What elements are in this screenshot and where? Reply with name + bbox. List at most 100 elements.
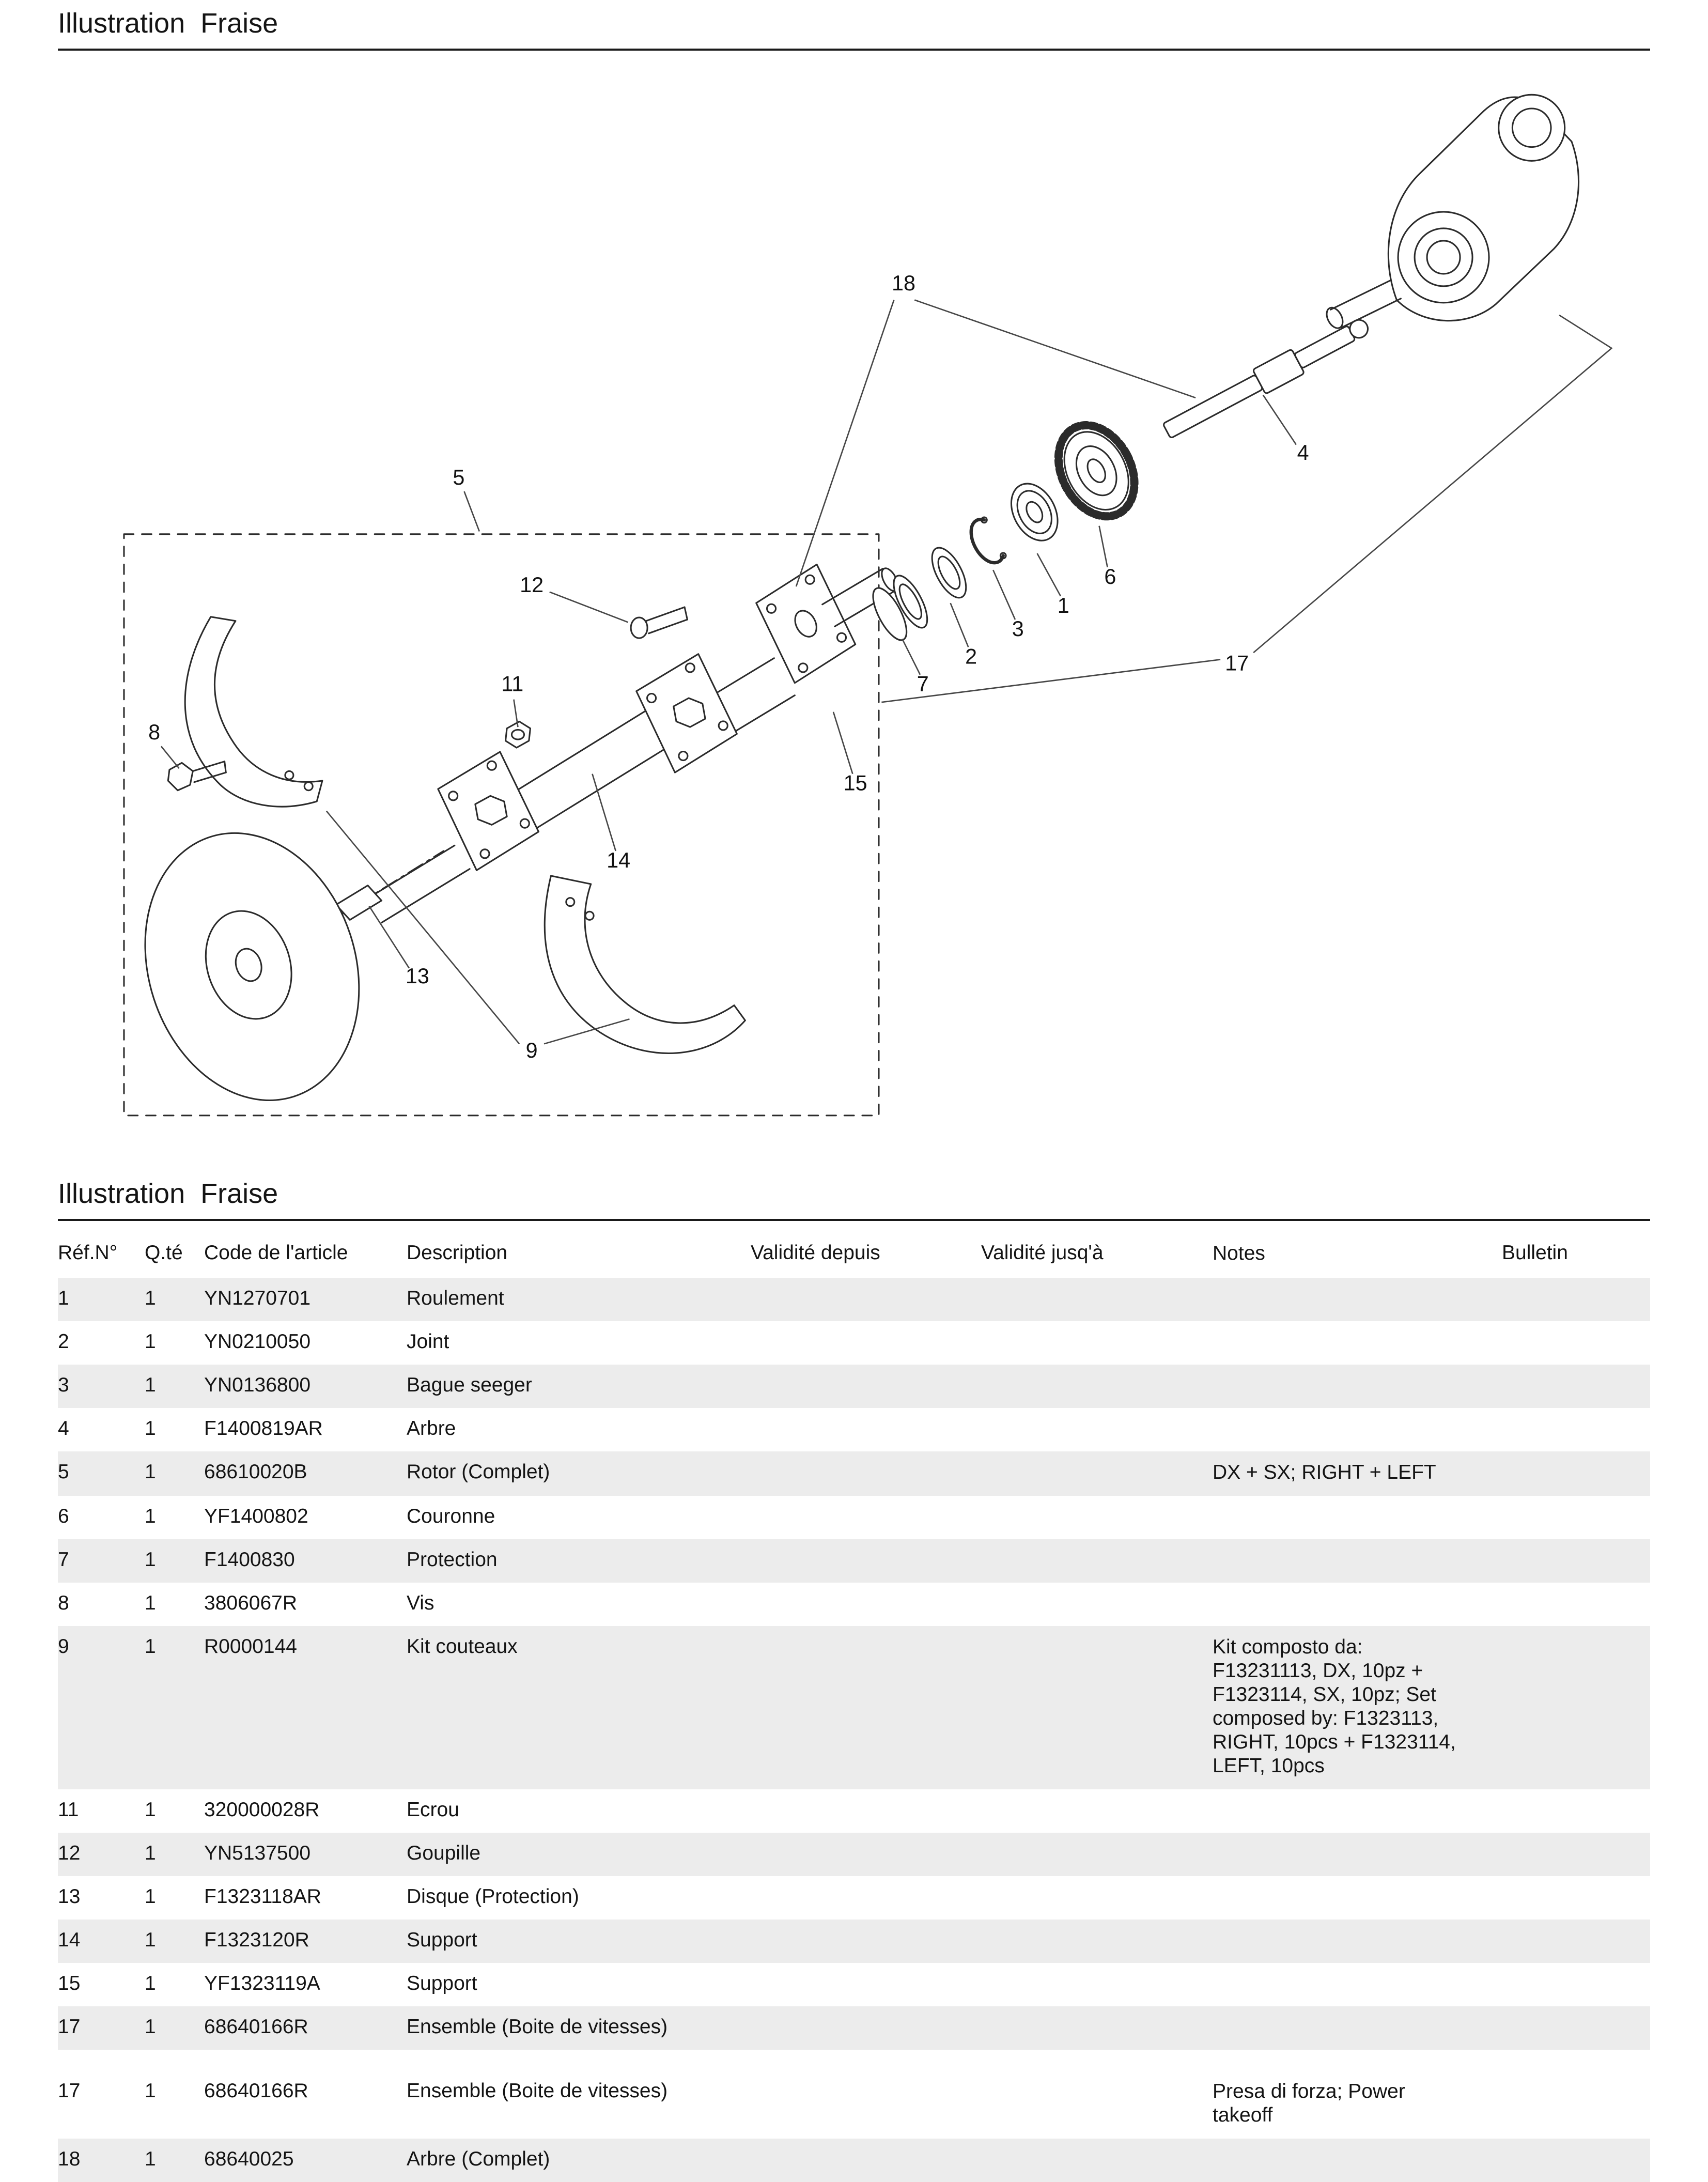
qty-cell: 1 xyxy=(145,1841,156,1864)
valid-from-cell xyxy=(751,2016,981,2038)
qty-cell: 1 xyxy=(145,1928,156,1951)
ref-cell: 6 xyxy=(58,1505,69,1527)
bolt-part xyxy=(167,761,227,792)
valid-from-cell xyxy=(751,1417,981,1440)
rotor-group-outline xyxy=(123,533,880,1117)
description-cell: Joint xyxy=(407,1330,449,1353)
column-header: Validité jusq'à xyxy=(981,1241,1104,1264)
callout-label: 12 xyxy=(520,573,544,597)
ref-cell: 9 xyxy=(58,1635,69,1658)
description-cell: Ensemble (Boite de vitesses) xyxy=(407,2079,668,2102)
ref-cell: 13 xyxy=(58,1885,81,1908)
callout-leader xyxy=(544,1018,630,1045)
valid-to-cell xyxy=(981,1330,1213,1353)
column-header: Description xyxy=(407,1241,508,1264)
description-cell: Vis xyxy=(407,1591,434,1614)
title-rule xyxy=(58,49,1650,51)
callout-leader xyxy=(881,659,1221,703)
qty-cell: 1 xyxy=(145,1591,156,1614)
valid-to-cell xyxy=(981,1287,1213,1310)
column-header: Réf.N° xyxy=(58,1241,118,1264)
description-cell: Goupille xyxy=(407,1841,481,1864)
crown-gear-part xyxy=(1054,421,1139,521)
notes-cell xyxy=(1213,1549,1502,1571)
bulletin-cell xyxy=(1502,1885,1650,1908)
ref-cell: 17 xyxy=(58,2079,81,2102)
callout-label: 3 xyxy=(1012,617,1024,641)
pin-part xyxy=(630,606,688,639)
bulletin-cell xyxy=(1502,1374,1650,1397)
notes-cell xyxy=(1213,1799,1502,1821)
callout-leader xyxy=(1036,553,1062,597)
table-title-rule xyxy=(58,1218,1650,1221)
qty-cell: 1 xyxy=(145,2079,156,2102)
ref-cell: 17 xyxy=(58,2015,81,2038)
valid-from-cell xyxy=(751,1505,981,1528)
valid-from-cell xyxy=(751,1972,981,1995)
valid-to-cell xyxy=(981,1842,1213,1865)
description-cell: Support xyxy=(407,1928,477,1951)
notes-cell xyxy=(1213,1374,1502,1397)
callout-leader xyxy=(592,773,617,852)
bulletin-cell xyxy=(1502,1549,1650,1571)
valid-to-cell xyxy=(981,1374,1213,1397)
bulletin-cell xyxy=(1502,1592,1650,1615)
code-cell: YN0210050 xyxy=(204,1330,311,1353)
valid-from-cell xyxy=(751,1635,981,1778)
code-cell: YN5137500 xyxy=(204,1841,311,1864)
code-cell: F1323120R xyxy=(204,1928,309,1951)
table-section-title: Illustration Fraise xyxy=(58,1178,278,1209)
valid-from-cell xyxy=(751,1929,981,1952)
code-cell: YN0136800 xyxy=(204,1373,311,1396)
valid-to-cell xyxy=(981,1972,1213,1995)
protection-cup-part xyxy=(872,575,928,641)
ref-cell: 5 xyxy=(58,1460,69,1483)
ref-cell: 12 xyxy=(58,1841,81,1864)
bulletin-cell xyxy=(1502,2016,1650,2038)
description-cell: Support xyxy=(407,1972,477,1994)
qty-cell: 1 xyxy=(145,1287,156,1309)
column-header: Notes xyxy=(1213,1242,1265,1264)
callout-leader xyxy=(325,810,520,1045)
column-header: Q.té xyxy=(145,1241,183,1264)
callout-leader xyxy=(549,591,629,623)
bulletin-cell xyxy=(1502,1842,1650,1865)
valid-to-cell xyxy=(981,1929,1213,1952)
seeger-ring-part xyxy=(969,516,1007,565)
qty-cell: 1 xyxy=(145,1548,156,1571)
code-cell: 68640166R xyxy=(204,2079,308,2102)
valid-to-cell xyxy=(981,1505,1213,1528)
bulletin-cell xyxy=(1502,1972,1650,1995)
callout-label: 7 xyxy=(917,672,929,696)
bulletin-cell xyxy=(1502,1330,1650,1353)
bulletin-cell xyxy=(1502,1505,1650,1528)
valid-to-cell xyxy=(981,1592,1213,1615)
code-cell: YN1270701 xyxy=(204,1287,311,1309)
description-cell: Protection xyxy=(407,1548,498,1571)
ref-cell: 18 xyxy=(58,2147,81,2170)
rotor-tube xyxy=(511,657,796,831)
flange-plate-c xyxy=(755,563,899,684)
bulletin-cell xyxy=(1502,1417,1650,1440)
bulletin-cell xyxy=(1502,2080,1650,2127)
valid-from-cell xyxy=(751,1287,981,1310)
valid-from-cell xyxy=(751,1330,981,1353)
valid-from-cell xyxy=(751,1549,981,1571)
valid-from-cell xyxy=(751,1842,981,1865)
callout-label: 8 xyxy=(148,720,160,744)
code-cell: 320000028R xyxy=(204,1798,320,1821)
description-cell: Couronne xyxy=(407,1505,495,1527)
notes-cell: Presa di forza; Power takeoff xyxy=(1213,2080,1405,2126)
callout-label: 15 xyxy=(844,771,867,795)
